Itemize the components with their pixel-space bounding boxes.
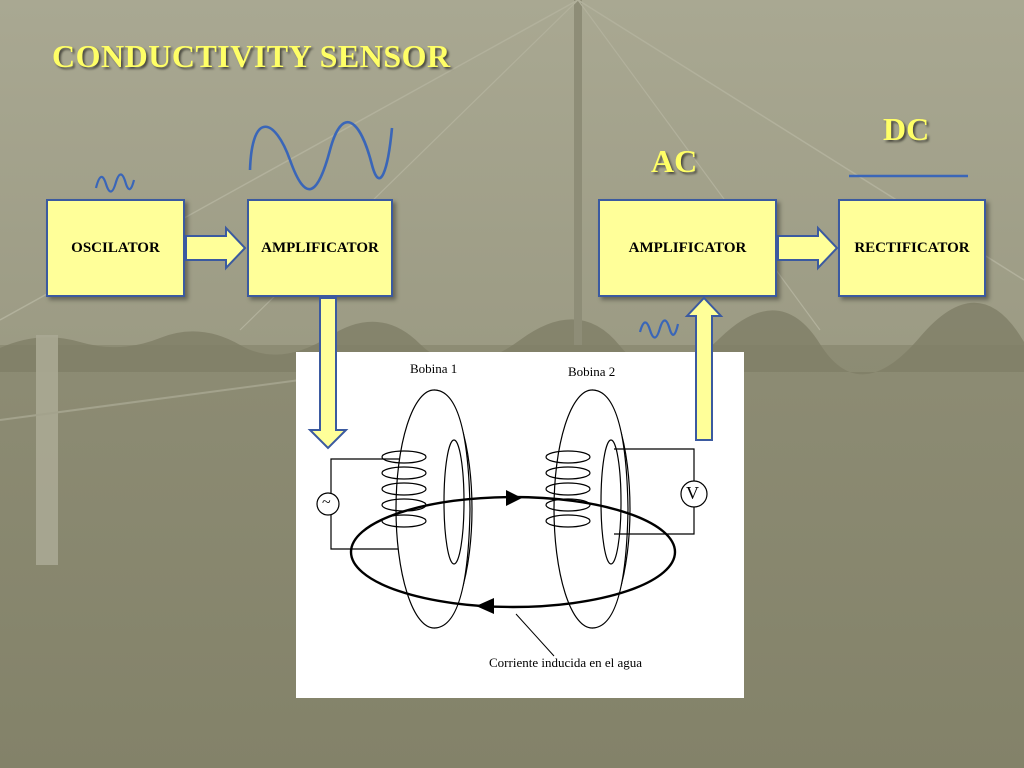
small-sine-wave-icon (638, 319, 680, 339)
current-arrow-right-icon (506, 490, 522, 506)
oscilator-label: OSCILATOR (71, 239, 160, 256)
coil-1-windings (381, 450, 427, 528)
arrow-right-icon (777, 225, 839, 271)
arrow-right-icon (185, 225, 247, 271)
ac-source-icon (316, 492, 340, 516)
toroidal-coils-figure (296, 352, 744, 698)
coil-2-label: Bobina 2 (568, 364, 616, 379)
amplificator-label-2: AMPLIFICATOR (628, 239, 747, 256)
slide-title: CONDUCTIVITY SENSOR (52, 38, 451, 74)
voltmeter-symbol: V (686, 483, 699, 503)
induced-current-caption: Corriente inducida en el agua (489, 655, 643, 670)
arrow-up-icon (684, 296, 724, 441)
voltmeter-icon (680, 480, 708, 508)
caption-leader-line (515, 613, 555, 657)
large-sine-wave-icon (248, 121, 394, 191)
ac-label: AC (651, 143, 698, 179)
current-arrow-left-icon (476, 598, 494, 614)
dc-label: DC (883, 111, 930, 147)
ac-source-symbol: ~ (322, 494, 331, 511)
small-sine-wave-icon (94, 173, 136, 193)
coil-1-label: Bobina 1 (410, 361, 458, 376)
amplificator-block-1: AMPLIFICATOR (247, 199, 393, 297)
rectificator-label: RECTIFICATOR (854, 239, 970, 256)
coil-1 (395, 389, 473, 629)
arrow-down-icon (307, 297, 349, 450)
rectificator-block: RECTIFICATOR (838, 199, 986, 297)
amplificator-block-2: AMPLIFICATOR (598, 199, 777, 297)
oscilator-block: OSCILATOR (46, 199, 185, 297)
amplificator-label-1: AMPLIFICATOR (261, 239, 379, 256)
